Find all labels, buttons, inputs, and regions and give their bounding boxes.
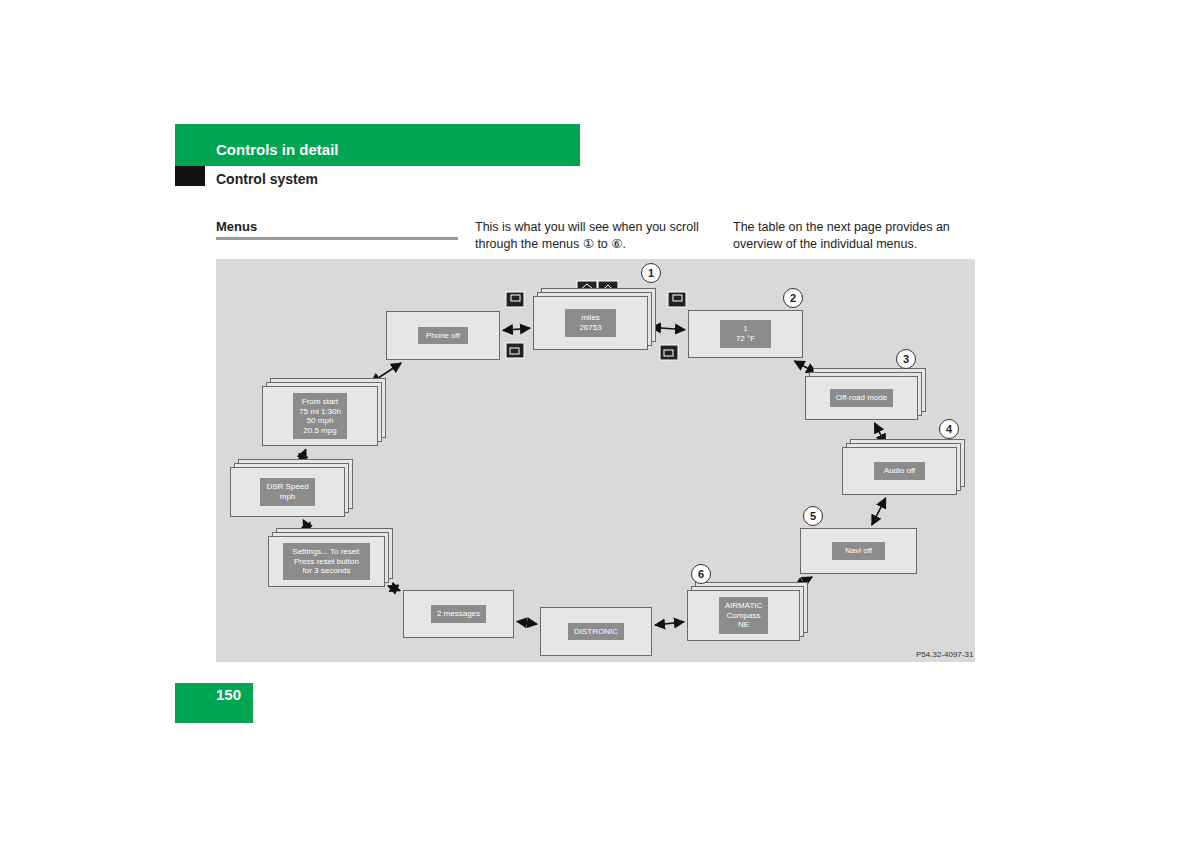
callout-number: 5 bbox=[803, 506, 823, 526]
display-text: 50 mph bbox=[299, 416, 341, 426]
menu-arrow bbox=[503, 328, 530, 330]
menu-icon-marks bbox=[510, 284, 682, 356]
instrument-display: Audio off bbox=[842, 447, 957, 495]
instrument-display: From start75 mi 1:30h50 mph20.5 mpg bbox=[262, 386, 378, 446]
header-subtitle: Control system bbox=[216, 171, 516, 187]
display-screen: Off-road mode bbox=[830, 389, 893, 407]
header-band bbox=[175, 124, 580, 166]
menu-icons bbox=[506, 281, 686, 360]
menu-arrow bbox=[371, 363, 401, 383]
display-screen: From start75 mi 1:30h50 mph20.5 mpg bbox=[293, 393, 347, 439]
instrument-display: AIRMATICCompassNE bbox=[687, 590, 800, 641]
display-screen: Settings... To reset: Press reset button… bbox=[283, 543, 370, 580]
callout-number: 1 bbox=[641, 263, 661, 283]
instrument-display: Navi off bbox=[800, 528, 917, 574]
menu-arrow bbox=[655, 622, 684, 625]
display-text: Audio off bbox=[880, 466, 919, 476]
callout-number: 6 bbox=[691, 564, 711, 584]
figure-ground bbox=[216, 259, 975, 662]
intro-text: The table on the next page provides an o… bbox=[733, 219, 968, 253]
header-title: Controls in detail bbox=[216, 141, 576, 158]
instrument-display: Settings... To reset: Press reset button… bbox=[268, 536, 385, 587]
display-screen: miles26753 bbox=[565, 309, 616, 336]
menu-arrow bbox=[872, 498, 886, 525]
menu-arrow bbox=[794, 361, 816, 373]
menu-arrow bbox=[300, 449, 306, 464]
figure-code: P54.32-4097-31 bbox=[916, 650, 973, 659]
header-mark bbox=[175, 166, 205, 186]
section-heading: Menus bbox=[216, 219, 257, 234]
menu-arrow bbox=[517, 621, 537, 624]
menu-arrow bbox=[303, 520, 310, 533]
heading-rule bbox=[216, 237, 458, 240]
menu-arrow bbox=[651, 327, 685, 329]
callout-number: 4 bbox=[939, 419, 959, 439]
instrument-display: 2 messages bbox=[403, 590, 514, 638]
display-text: DISTRONIC bbox=[574, 627, 618, 637]
display-text: 2 messages bbox=[437, 609, 480, 619]
page-number-band bbox=[175, 683, 253, 723]
instrument-display: DSR Speedmph bbox=[230, 467, 345, 517]
display-screen: Navi off bbox=[832, 542, 884, 560]
callout-number: 3 bbox=[896, 349, 916, 369]
display-text: 20.5 mpg bbox=[299, 426, 341, 436]
display-screen: DISTRONIC bbox=[568, 623, 624, 641]
display-screen: Audio off bbox=[874, 462, 925, 480]
page-number: 150 bbox=[216, 686, 241, 703]
instrument-display: DISTRONIC bbox=[540, 607, 652, 656]
display-text: DSR Speed bbox=[266, 482, 308, 492]
menu-arrow bbox=[875, 423, 886, 444]
display-text: Navi off bbox=[838, 546, 878, 556]
display-screen: Phone off bbox=[418, 327, 468, 345]
display-text: Settings... To reset: Press reset button… bbox=[289, 547, 364, 576]
display-screen: AIRMATICCompassNE bbox=[719, 597, 769, 634]
display-screen: DSR Speedmph bbox=[260, 478, 314, 505]
instrument-display: Phone off bbox=[386, 311, 500, 360]
instrument-display: 172 °F bbox=[688, 310, 803, 358]
display-screen: 2 messages bbox=[431, 605, 486, 623]
display-text: Phone off bbox=[424, 331, 462, 341]
display-screen: 172 °F bbox=[720, 320, 771, 347]
display-text: mph bbox=[266, 492, 308, 502]
menu-arrow bbox=[794, 577, 812, 587]
display-text: 1 bbox=[726, 324, 765, 334]
display-text: 75 mi 1:30h bbox=[299, 407, 341, 417]
intro-text: This is what you will see when you scrol… bbox=[475, 219, 715, 253]
instrument-display: Off-road mode bbox=[805, 376, 918, 420]
display-text: From start bbox=[299, 397, 341, 407]
display-text: AIRMATIC bbox=[725, 601, 763, 611]
display-text: 72 °F bbox=[726, 334, 765, 344]
display-text: Off-road mode bbox=[836, 393, 887, 403]
instrument-display: miles26753 bbox=[533, 296, 648, 350]
display-text: Compass bbox=[725, 611, 763, 621]
display-text: 26753 bbox=[571, 323, 610, 333]
callout-number: 2 bbox=[783, 288, 803, 308]
display-text: miles bbox=[571, 313, 610, 323]
display-text: NE bbox=[725, 620, 763, 630]
menu-arrow bbox=[388, 586, 400, 591]
